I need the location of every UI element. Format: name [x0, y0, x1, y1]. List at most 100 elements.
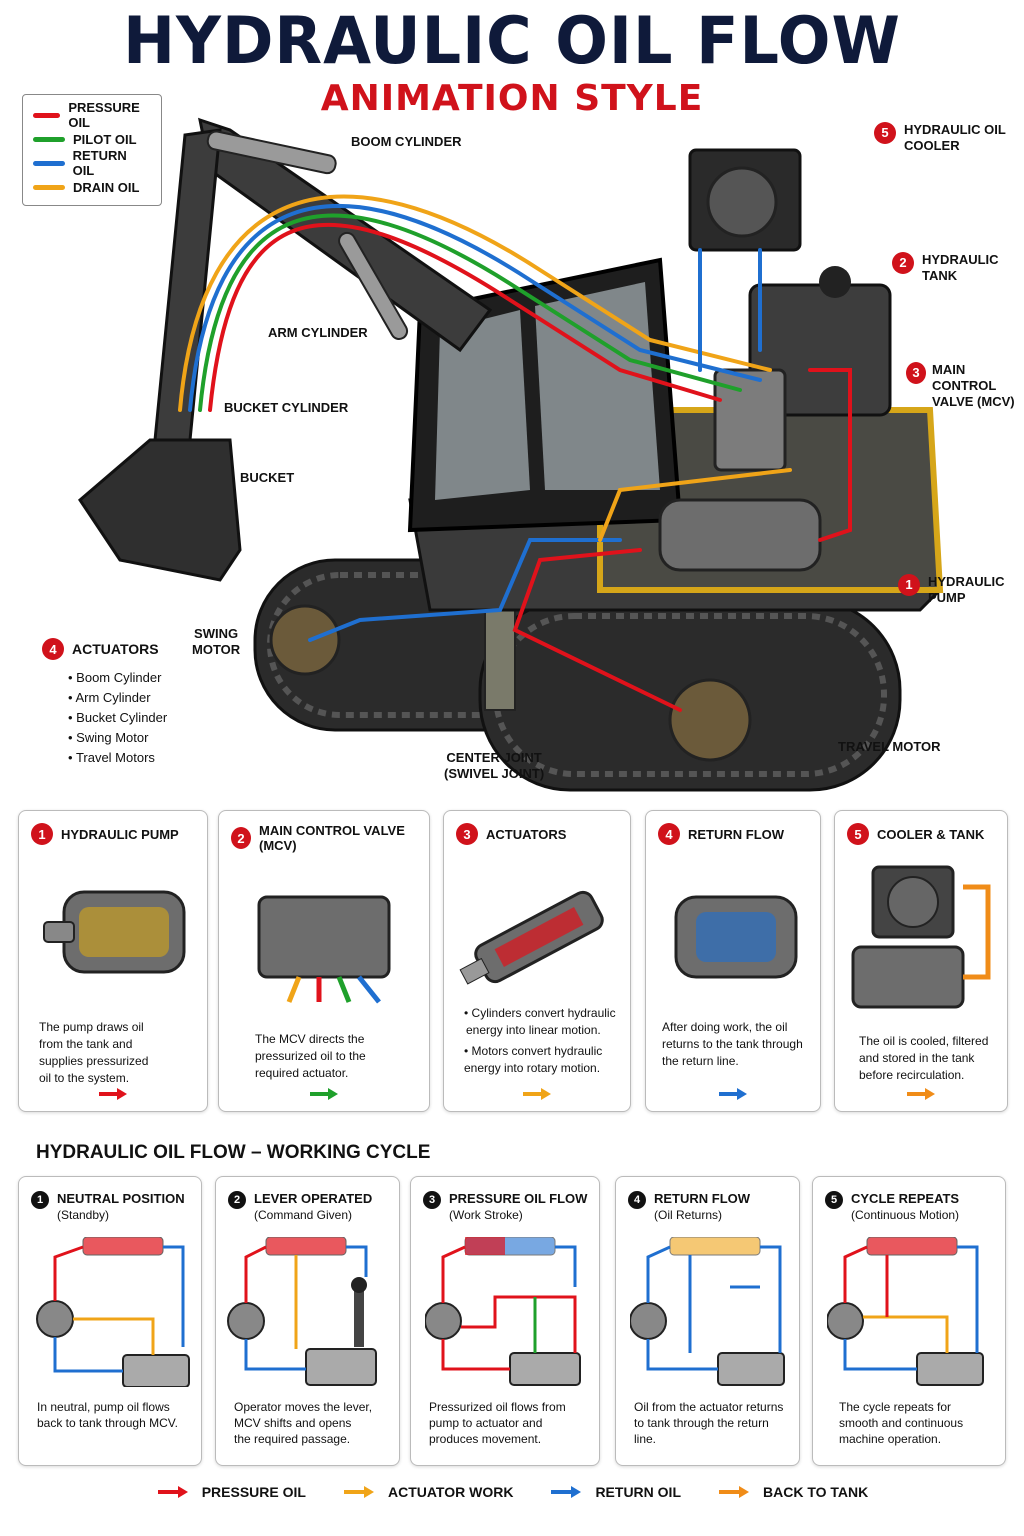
- pump-picture: [43, 890, 186, 974]
- arrow-right-icon: [157, 1486, 188, 1498]
- travel-motor-graphic: [668, 678, 752, 762]
- callout-travel-motor: TRAVEL MOTOR: [838, 739, 941, 754]
- page-subtitle: ANIMATION STYLE: [320, 78, 704, 119]
- text-line: • Motors convert hydraulic: [464, 1044, 603, 1058]
- circuit-diagram: [227, 1237, 377, 1386]
- legend-label: DRAIN OIL: [73, 179, 140, 195]
- bottom-legend-return-oil: RETURN OIL: [549, 1484, 681, 1500]
- callout-line: PUMP: [928, 590, 966, 605]
- list-item: Travel Motors: [68, 748, 167, 768]
- circuit-diagram: [425, 1237, 581, 1386]
- hydraulic-lines: [178, 194, 852, 712]
- legend-item-pilot-oil: PILOT OIL: [33, 127, 151, 151]
- actuators-items: Boom Cylinder Arm Cylinder Bucket Cylind…: [68, 668, 167, 768]
- legend-swatch: [33, 184, 65, 190]
- cycle-title: NEUTRAL POSITION: [57, 1191, 185, 1206]
- text-line: The pump draws oil: [39, 1020, 144, 1034]
- bottom-legend-back-to-tank: BACK TO TANK: [717, 1484, 868, 1500]
- cycle-section-title: HYDRAULIC OIL FLOW – WORKING CYCLE: [36, 1142, 431, 1163]
- callout-boom-cylinder: BOOM CYLINDER: [351, 134, 462, 149]
- legend-item-return-oil: RETURN OIL: [33, 148, 151, 178]
- cycle-subtitle: (Work Stroke): [449, 1208, 523, 1222]
- text-line: Operator moves the lever,: [234, 1400, 373, 1414]
- bottom-legend-actuator-work: ACTUATOR WORK: [342, 1484, 513, 1500]
- text-line: before recirculation.: [859, 1068, 965, 1082]
- legend-label: RETURN OIL: [72, 148, 127, 178]
- cab-window: [435, 310, 530, 500]
- list-item: Arm Cylinder: [68, 688, 167, 708]
- card-title: HYDRAULIC PUMP: [61, 826, 179, 842]
- bucket-graphic: [78, 438, 242, 582]
- number-badge: 3: [423, 1191, 441, 1209]
- callout-center-joint-line1: CENTER JOINT: [446, 750, 542, 765]
- legend-item-pressure-oil: PRESSURE OIL: [33, 100, 151, 130]
- mcv-graphic: [713, 368, 787, 472]
- callout-line: VALVE (MCV): [932, 394, 1015, 409]
- text-line: back to tank through MCV.: [37, 1416, 178, 1430]
- number-badge: 4: [42, 638, 64, 660]
- text-line: pump to actuator and: [429, 1416, 543, 1430]
- text-line: to tank through the return: [634, 1416, 769, 1430]
- actuators-list: 4 ACTUATORS Boom Cylinder Arm Cylinder B…: [42, 638, 167, 768]
- bottom-legend: PRESSURE OIL ACTUATOR WORK RETURN OIL BA…: [0, 1484, 1024, 1500]
- legend-swatch: [33, 160, 65, 166]
- bottom-legend-label: BACK TO TANK: [763, 1484, 869, 1500]
- number-badge: 4: [658, 823, 680, 845]
- text-line: The MCV directs the: [255, 1032, 365, 1046]
- page-title: HYDRAULIC OIL FLOW: [123, 2, 901, 79]
- callout-bucket: BUCKET: [240, 470, 295, 485]
- number-badge: 2: [892, 252, 914, 274]
- cooler-tank-picture: [851, 865, 991, 1009]
- list-item: Bucket Cylinder: [68, 708, 167, 728]
- text-line: smooth and continuous: [839, 1416, 964, 1430]
- callout-swing-motor-line1: SWING: [194, 626, 239, 641]
- text-line: required actuator.: [255, 1066, 349, 1080]
- mcv-picture: [257, 895, 391, 1004]
- boom-cylinder-graphic: [206, 130, 337, 175]
- text-line: energy into rotary motion.: [464, 1061, 601, 1075]
- actuators-heading: 4 ACTUATORS: [42, 638, 167, 660]
- number-badge: 1: [31, 1191, 49, 1209]
- number-badge: 5: [847, 823, 869, 845]
- text-line: In neutral, pump oil flows: [37, 1400, 170, 1414]
- bottom-legend-label: PRESSURE OIL: [201, 1484, 306, 1500]
- callout-center-joint: CENTER JOINT (SWIVEL JOINT): [444, 750, 544, 782]
- legend-label: PILOT OIL: [73, 131, 137, 147]
- text-line: line.: [634, 1432, 657, 1446]
- callout-line: HYDRAULIC OIL: [904, 122, 1006, 137]
- number-badge: 3: [456, 823, 478, 845]
- callout-line: MAIN CONTROL: [932, 362, 997, 393]
- actuators-title: ACTUATORS: [72, 641, 159, 657]
- arrow-right-icon: [523, 1088, 551, 1100]
- arrow-right-icon: [907, 1088, 935, 1100]
- cycle-text: Operator moves the lever, MCV shifts and …: [234, 1399, 387, 1447]
- text-line: oil to the system.: [39, 1071, 130, 1085]
- card-title: MAIN CONTROL VALVE (MCV): [259, 823, 405, 853]
- cycle-subtitle: (Standby): [57, 1208, 110, 1222]
- text-line: supplies pressurized: [39, 1054, 149, 1068]
- text-line: MCV shifts and opens: [234, 1416, 352, 1430]
- arrow-right-icon: [551, 1486, 582, 1498]
- number-badge: 3: [906, 362, 927, 384]
- list-item: Swing Motor: [68, 728, 167, 748]
- cycle-subtitle: (Continuous Motion): [851, 1208, 960, 1222]
- cycle-title: RETURN FLOW: [654, 1191, 751, 1206]
- excavator-illustration: [78, 117, 944, 792]
- legend-item-drain-oil: DRAIN OIL: [33, 175, 151, 199]
- text-line: the required passage.: [234, 1432, 351, 1446]
- legend-label: PRESSURE OIL: [68, 100, 140, 130]
- legend-swatch: [33, 136, 65, 142]
- cycle-step-neutral: 1 NEUTRAL POSITION (Standby) In neutral, p…: [18, 1176, 202, 1466]
